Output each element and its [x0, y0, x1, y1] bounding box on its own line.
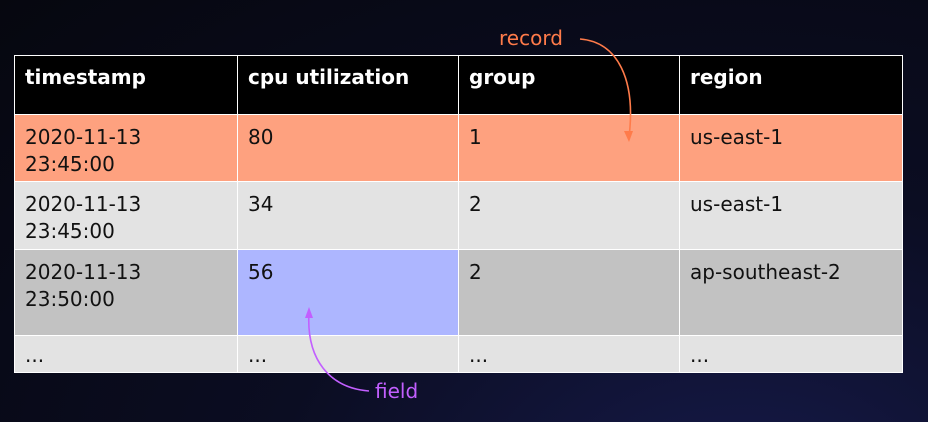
header-cpu-utilization: cpu utilization [237, 55, 459, 115]
table-header-row: timestamp cpu utilization group region [14, 55, 903, 115]
data-table: timestamp cpu utilization group region 2… [14, 55, 903, 373]
cell-region: us-east-1 [679, 181, 903, 250]
header-timestamp: timestamp [14, 55, 238, 115]
cell-timestamp: 2020-11-13 23:50:00 [14, 249, 238, 336]
table-row-record: 2020-11-13 23:45:00 80 1 us-east-1 [14, 114, 903, 182]
table-row-ellipsis: ... ... ... ... [14, 335, 903, 373]
field-arrowhead [305, 307, 313, 318]
table-row: 2020-11-13 23:50:00 56 2 ap-southeast-2 [14, 249, 903, 336]
cell-group: 1 [458, 114, 680, 182]
cell-cpu-field: 56 [237, 249, 459, 336]
cell-region: ap-southeast-2 [679, 249, 903, 336]
cell-ellipsis: ... [679, 335, 903, 373]
cell-ellipsis: ... [237, 335, 459, 373]
cell-timestamp: 2020-11-13 23:45:00 [14, 181, 238, 250]
cell-ellipsis: ... [458, 335, 680, 373]
field-label: field [375, 379, 419, 403]
table-row: 2020-11-13 23:45:00 34 2 us-east-1 [14, 181, 903, 250]
cell-group: 2 [458, 181, 680, 250]
record-arrow [579, 38, 632, 138]
record-arrowhead [624, 131, 633, 142]
cell-cpu: 34 [237, 181, 459, 250]
record-label: record [499, 26, 563, 50]
cell-cpu: 80 [237, 114, 459, 182]
cell-region: us-east-1 [679, 114, 903, 182]
header-region: region [679, 55, 903, 115]
cell-ellipsis: ... [14, 335, 238, 373]
cell-group: 2 [458, 249, 680, 336]
cell-timestamp: 2020-11-13 23:45:00 [14, 114, 238, 182]
field-arrow [308, 311, 370, 392]
